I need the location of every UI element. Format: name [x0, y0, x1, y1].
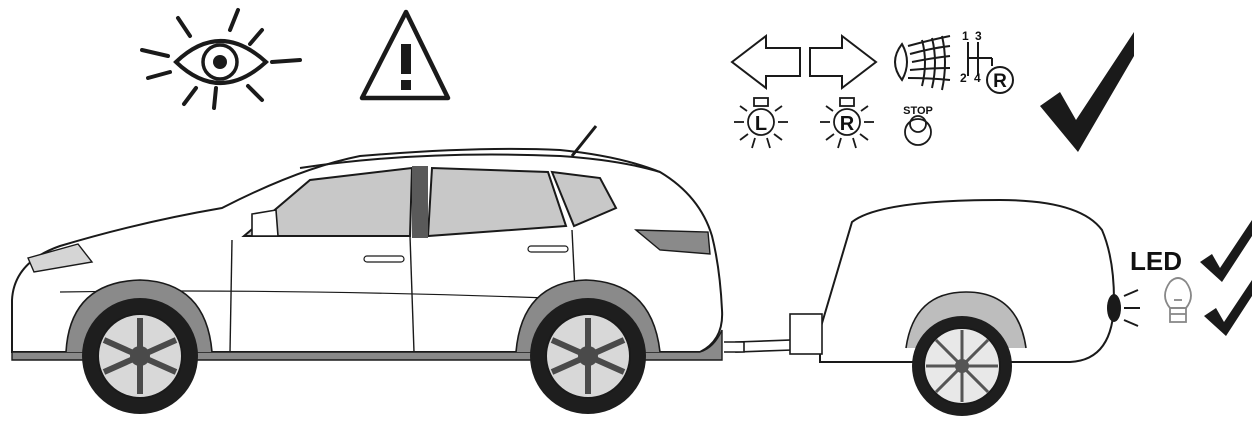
gear-shift-icon: 1 3 2 4 R — [960, 29, 1014, 94]
bulb-icon — [1164, 277, 1192, 323]
right-lamp-icon — [820, 97, 874, 149]
gear-4-label: 4 — [974, 71, 981, 85]
stop-lamp-icon — [904, 115, 932, 146]
gear-2-label: 2 — [960, 71, 967, 85]
lamp-left-label: L — [755, 113, 767, 135]
left-lamp-icon — [734, 97, 788, 149]
stop-label: STOP — [903, 105, 933, 117]
gear-1-label: 1 — [962, 29, 969, 43]
bulb-check-icon — [1204, 280, 1252, 336]
gear-reverse-label: R — [993, 71, 1007, 92]
warning-triangle-icon — [359, 9, 451, 101]
suv-car — [11, 125, 724, 414]
right-arrow-icon — [809, 33, 878, 91]
front-wheel — [82, 298, 198, 414]
gear-3-label: 3 — [975, 29, 982, 43]
trailer — [724, 198, 1140, 416]
led-check-icon — [1200, 220, 1252, 282]
lamp-right-label: R — [840, 113, 855, 135]
fog-light-icon — [894, 35, 951, 91]
check-mark-icon — [1040, 32, 1134, 152]
eye-warning-icon — [140, 8, 302, 110]
rear-wheel — [530, 298, 646, 414]
led-label: LED — [1130, 246, 1182, 276]
left-arrow-icon — [730, 33, 801, 91]
